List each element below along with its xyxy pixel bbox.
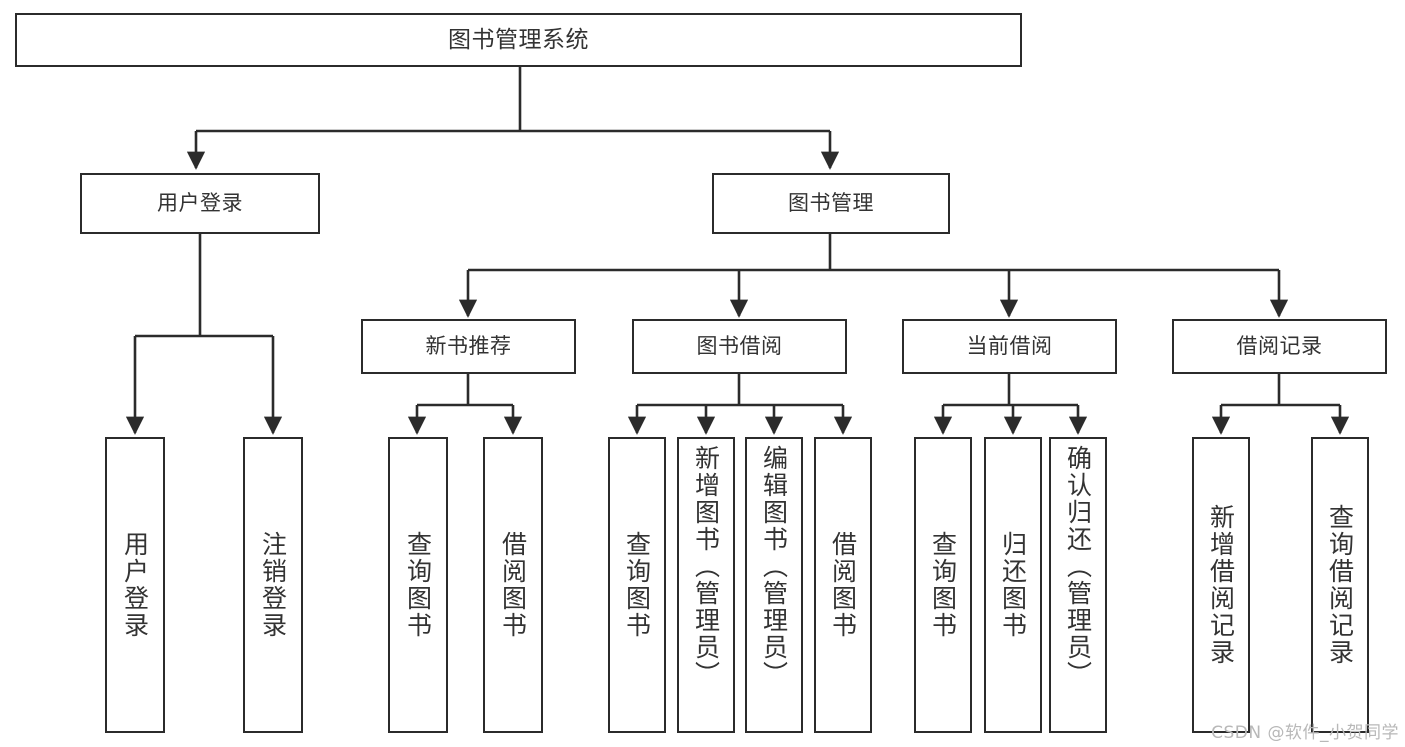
node-borrow-record-label: 借阅记录 [1236,334,1323,359]
node-leaf-confirm-return[interactable]: 确认归还（管理员） [1049,437,1107,733]
node-new-book-recommend[interactable]: 新书推荐 [361,319,576,374]
node-leaf-borrow-book-2[interactable]: 借阅图书 [814,437,872,733]
node-leaf-query-record-label: 查询借阅记录 [1325,504,1355,666]
node-leaf-edit-book[interactable]: 编辑图书（管理员） [745,437,803,733]
node-leaf-add-record[interactable]: 新增借阅记录 [1192,437,1250,733]
node-leaf-query-book-2[interactable]: 查询图书 [608,437,666,733]
node-new-book-recommend-label: 新书推荐 [425,334,512,359]
node-leaf-query-book-2-label: 查询图书 [622,531,652,639]
node-book-borrow[interactable]: 图书借阅 [632,319,847,374]
node-leaf-return-book-label: 归还图书 [998,531,1028,639]
node-root-label: 图书管理系统 [448,26,589,53]
node-leaf-logout-label: 注销登录 [258,531,288,639]
node-leaf-return-book[interactable]: 归还图书 [984,437,1042,733]
node-leaf-borrow-book-1[interactable]: 借阅图书 [483,437,543,733]
node-leaf-confirm-return-label: 确认归还（管理员） [1063,445,1093,688]
node-user-login-label: 用户登录 [157,191,243,216]
node-leaf-add-book[interactable]: 新增图书（管理员） [677,437,735,733]
node-user-login[interactable]: 用户登录 [80,173,320,234]
node-leaf-add-record-label: 新增借阅记录 [1206,504,1236,666]
node-leaf-query-record[interactable]: 查询借阅记录 [1311,437,1369,733]
node-leaf-user-login[interactable]: 用户登录 [105,437,165,733]
node-leaf-logout[interactable]: 注销登录 [243,437,303,733]
node-current-borrow-label: 当前借阅 [966,334,1053,359]
node-leaf-borrow-book-1-label: 借阅图书 [498,531,528,639]
node-book-manage[interactable]: 图书管理 [712,173,950,234]
node-leaf-query-book-1-label: 查询图书 [403,531,433,639]
node-borrow-record[interactable]: 借阅记录 [1172,319,1387,374]
node-current-borrow[interactable]: 当前借阅 [902,319,1117,374]
node-leaf-add-book-label: 新增图书（管理员） [691,445,721,688]
node-book-borrow-label: 图书借阅 [696,334,783,359]
node-leaf-user-login-label: 用户登录 [120,531,150,639]
node-leaf-query-book-3[interactable]: 查询图书 [914,437,972,733]
node-book-manage-label: 图书管理 [788,191,874,216]
node-leaf-edit-book-label: 编辑图书（管理员） [759,445,789,688]
node-leaf-query-book-3-label: 查询图书 [928,531,958,639]
node-leaf-borrow-book-2-label: 借阅图书 [828,531,858,639]
node-leaf-query-book-1[interactable]: 查询图书 [388,437,448,733]
node-root[interactable]: 图书管理系统 [15,13,1022,67]
